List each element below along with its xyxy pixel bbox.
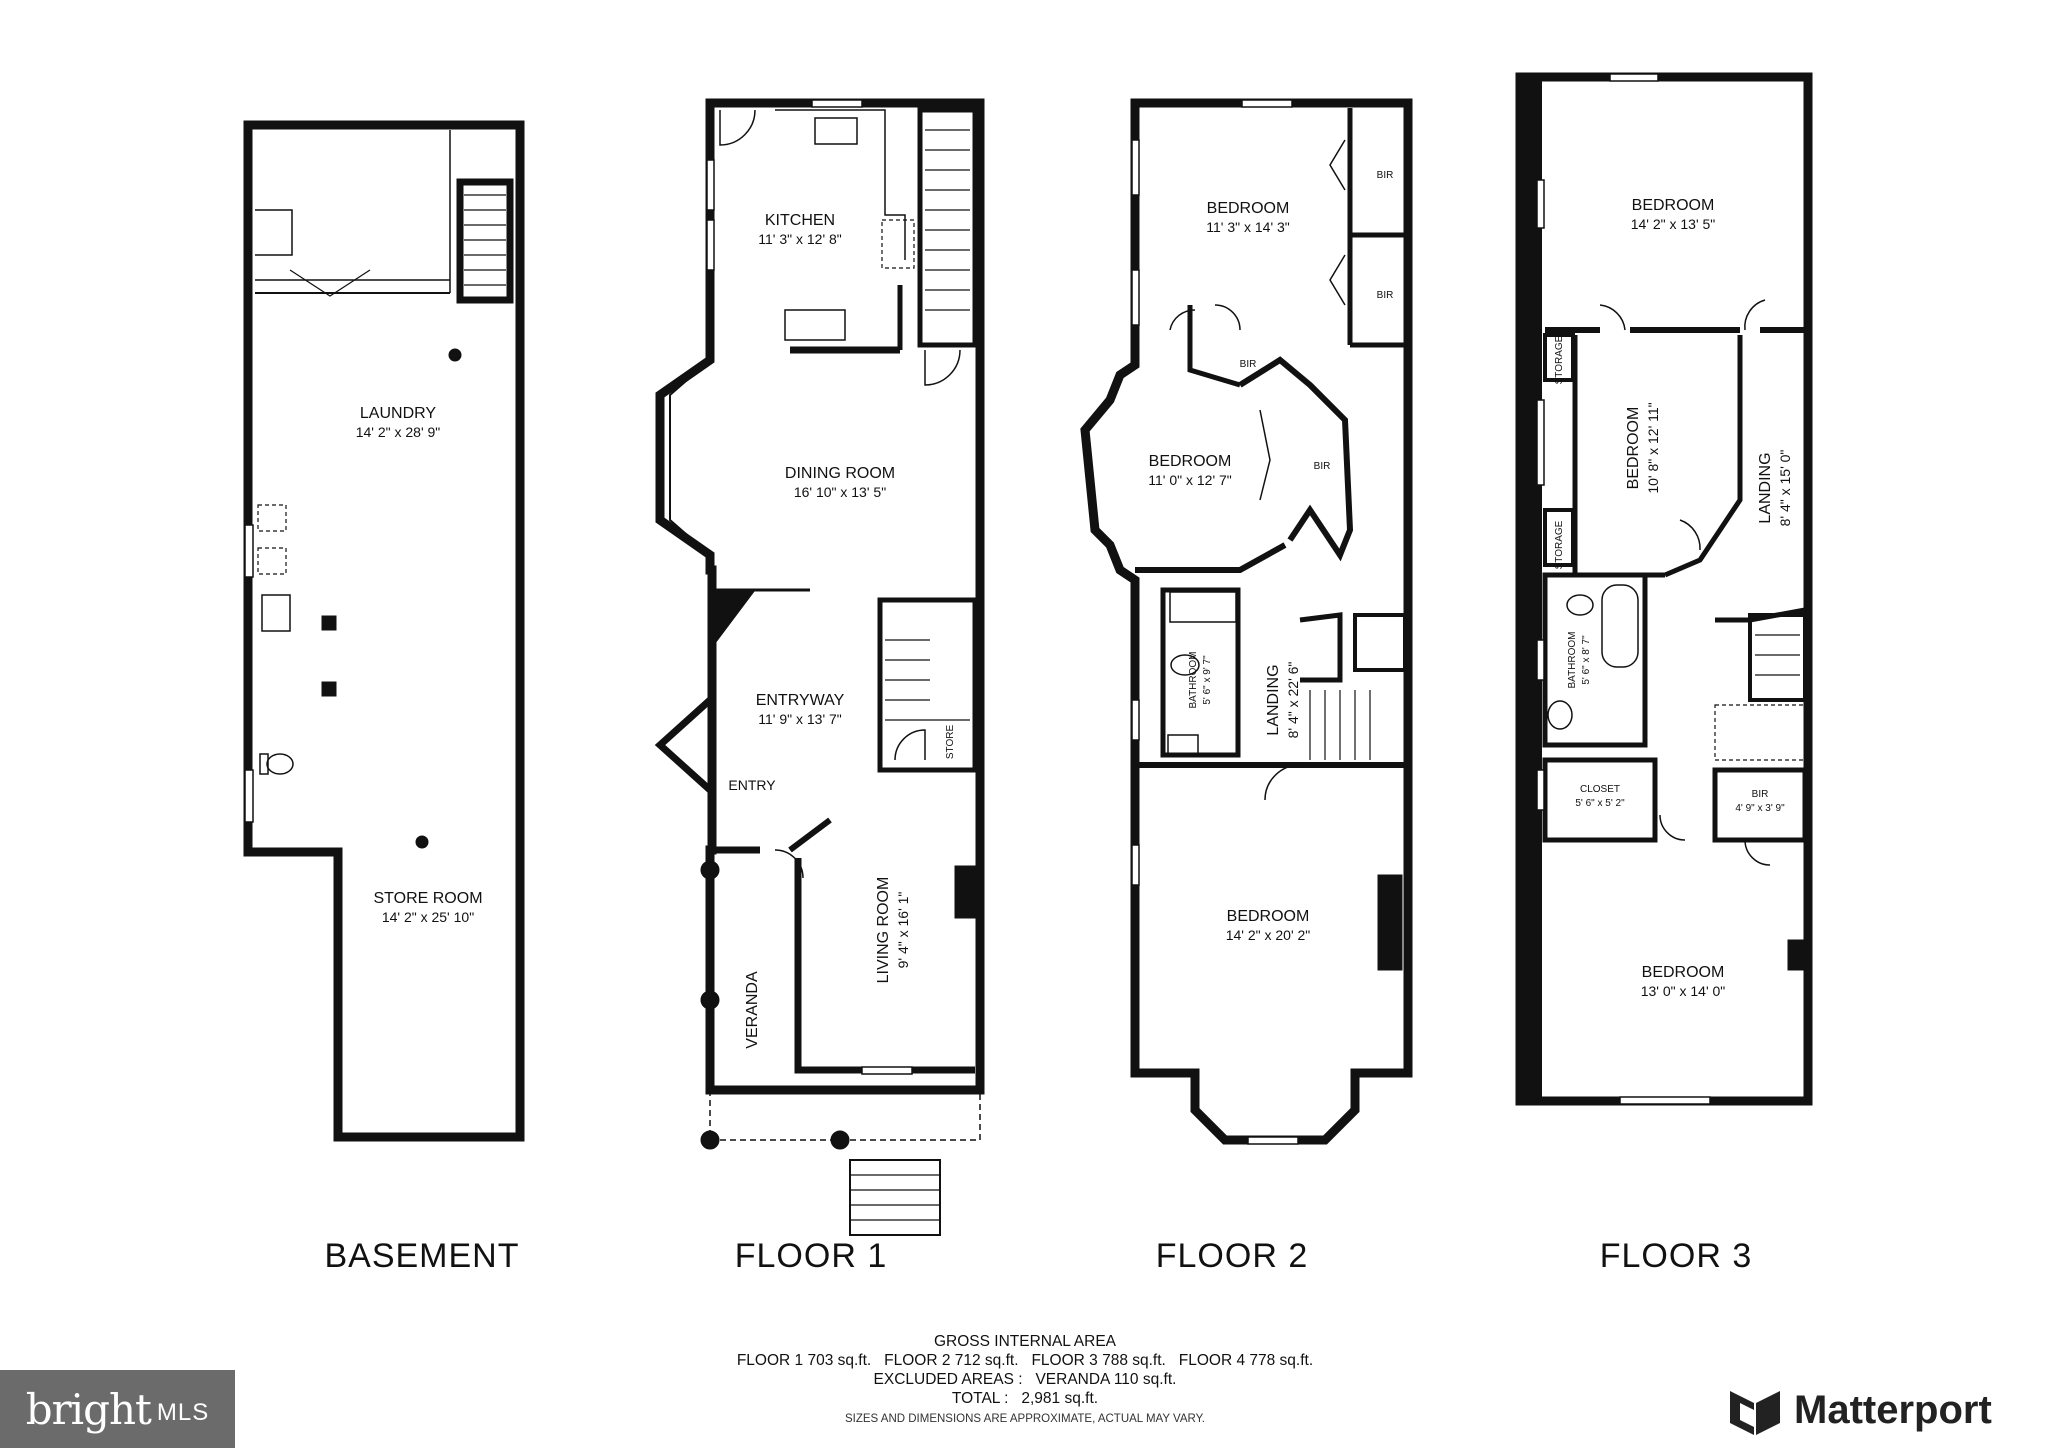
area-disclaimer: SIZES AND DIMENSIONS ARE APPROXIMATE, AC… xyxy=(844,1413,1205,1425)
floor1-plan xyxy=(654,98,985,1236)
laundry-label: LAUNDRY xyxy=(360,405,437,422)
veranda-label: VERANDA xyxy=(744,971,761,1049)
f2-landing-dims: 8' 4" x 22' 6" xyxy=(1285,662,1301,739)
kitchen-label: KITCHEN xyxy=(765,212,835,229)
f2-bathroom-label: BATHROOM xyxy=(1188,651,1199,708)
living-room-dims: 9' 4" x 16' 1" xyxy=(895,892,911,969)
f3-bedroom-top-label: BEDROOM xyxy=(1632,197,1715,214)
dining-room-dims: 16' 10" x 13' 5" xyxy=(794,484,886,500)
f2-bathroom-dims: 5' 6" x 9' 7" xyxy=(1202,655,1213,705)
floor2-caption: FLOOR 2 xyxy=(1155,1237,1309,1275)
f2-bedroom-bottom-label: BEDROOM xyxy=(1227,908,1310,925)
area-summary: GROSS INTERNAL AREA FLOOR 1 703 sq.ft. F… xyxy=(640,1332,1410,1429)
matterport-word: Matterport xyxy=(1794,1387,1992,1432)
basement-plan xyxy=(243,120,525,1142)
basement-caption: BASEMENT xyxy=(324,1237,520,1275)
f3-bathroom-label: BATHROOM xyxy=(1567,631,1578,688)
kitchen-dims: 11' 3" x 12' 8" xyxy=(758,231,842,247)
f2-bir-3-label: BIR xyxy=(1240,359,1257,370)
f3-closet-label: CLOSET xyxy=(1580,784,1620,795)
f3-landing-label: LANDING xyxy=(1757,452,1774,523)
f2-bedroom-bottom-dims: 14' 2" x 20' 2" xyxy=(1226,927,1311,943)
floor3-caption: FLOOR 3 xyxy=(1599,1237,1753,1275)
f2-bedroom-mid-label: BEDROOM xyxy=(1149,453,1232,470)
f3-bir-dims: 4' 9" x 3' 9" xyxy=(1735,803,1785,814)
f3-bedroom-bottom-dims: 13' 0" x 14' 0" xyxy=(1641,983,1726,999)
store-room-dims: 14' 2" x 25' 10" xyxy=(382,909,474,925)
area-title: GROSS INTERNAL AREA xyxy=(933,1333,1117,1350)
room-labels: LAUNDRY 14' 2" x 28' 9" STORE ROOM 14' 2… xyxy=(356,170,1793,1049)
living-room-label: LIVING ROOM xyxy=(875,877,892,984)
store-label: STORE xyxy=(945,725,956,760)
mls-word: MLS xyxy=(156,1399,210,1426)
f3-bedroom-bottom-label: BEDROOM xyxy=(1642,964,1725,981)
f2-bedroom-top-label: BEDROOM xyxy=(1207,200,1290,217)
area-floors-line: FLOOR 1 703 sq.ft. FLOOR 2 712 sq.ft. FL… xyxy=(736,1352,1314,1369)
f3-bir-label: BIR xyxy=(1752,789,1769,800)
f3-bedroom-mid-dims: 10' 8" x 12' 11" xyxy=(1645,402,1661,493)
f3-landing-dims: 8' 4" x 15' 0" xyxy=(1777,450,1793,527)
floor3-plan xyxy=(1515,72,1813,1106)
floor1-caption: FLOOR 1 xyxy=(734,1237,888,1275)
area-total-line: TOTAL : 2,981 sq.ft. xyxy=(951,1390,1099,1407)
matterport-icon xyxy=(1730,1391,1780,1435)
store-room-label: STORE ROOM xyxy=(373,890,482,907)
f3-storage-2-label: STORAGE xyxy=(1554,520,1565,569)
bright-word: bright xyxy=(25,1384,152,1434)
f2-bedroom-mid-dims: 11' 0" x 12' 7" xyxy=(1148,472,1232,488)
entryway-label: ENTRYWAY xyxy=(756,692,845,709)
f2-bedroom-top-dims: 11' 3" x 14' 3" xyxy=(1206,219,1290,235)
f2-landing-label: LANDING xyxy=(1265,664,1282,735)
f3-bedroom-top-dims: 14' 2" x 13' 5" xyxy=(1631,216,1716,232)
f2-bir-4-label: BIR xyxy=(1314,461,1331,472)
f3-closet-dims: 5' 6" x 5' 2" xyxy=(1575,798,1625,809)
area-excluded-line: EXCLUDED AREAS : VERANDA 110 sq.ft. xyxy=(873,1371,1177,1388)
f3-bedroom-mid-label: BEDROOM xyxy=(1625,407,1642,490)
matterport-logo: Matterport xyxy=(1728,1380,1992,1440)
f2-bir-1-label: BIR xyxy=(1377,170,1394,181)
entryway-dims: 11' 9" x 13' 7" xyxy=(758,711,842,727)
dining-room-label: DINING ROOM xyxy=(785,465,895,482)
entry-label: ENTRY xyxy=(728,777,776,793)
f2-bir-2-label: BIR xyxy=(1377,290,1394,301)
f3-storage-1-label: STORAGE xyxy=(1554,335,1565,384)
bright-mls-logo: bright MLS xyxy=(0,1370,235,1448)
f3-bathroom-dims: 5' 6" x 8' 7" xyxy=(1581,635,1592,685)
floor2-plan xyxy=(1080,98,1413,1145)
laundry-dims: 14' 2" x 28' 9" xyxy=(356,424,441,440)
